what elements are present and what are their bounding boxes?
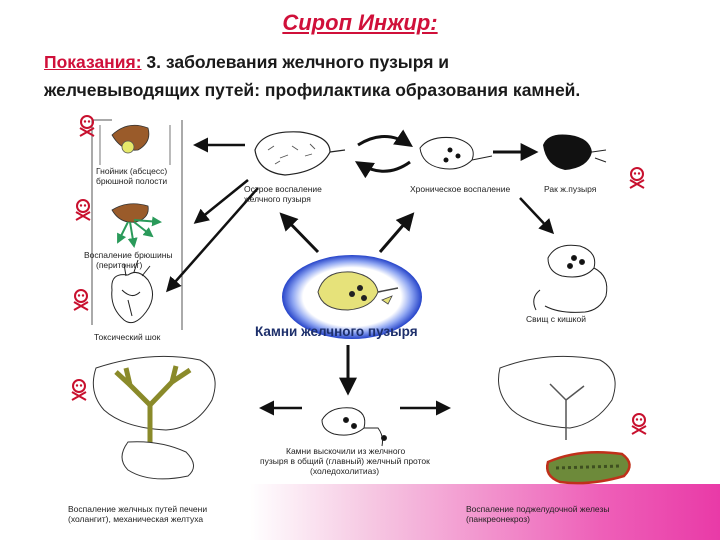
skull-crossbones-icon: [631, 413, 647, 435]
pancreatitis-liver-icon: [498, 355, 631, 485]
label-fistula: Свищ с кишкой: [526, 314, 586, 324]
label-abscess: Гнойник (абсцесс) брюшной полости: [96, 166, 168, 186]
duct-stone-gallbladder-icon: [321, 407, 387, 447]
abscess-liver-icon: [99, 124, 171, 165]
label-peritonitis: Воспаление брюшины (перитонит): [84, 250, 173, 270]
heart-shock-icon: [111, 259, 153, 324]
indications-line2: желчевыводящих путей: профилактика образ…: [44, 80, 581, 100]
acute-gallbladder-icon: [254, 131, 346, 176]
indications-text: Показания: 3. заболевания желчного пузыр…: [44, 48, 714, 104]
skull-crossbones-icon: [629, 167, 645, 189]
skull-crossbones-icon: [79, 115, 95, 137]
label-chronic-inflammation: Хроническое воспаление: [410, 184, 511, 194]
peritonitis-icon: [111, 203, 162, 248]
fistula-icon: [533, 244, 608, 313]
page-title: Сироп Инжир:: [282, 10, 438, 35]
arrows-to-complications: [166, 137, 259, 293]
label-cholangitis: Воспаление желчных путей печени (холанги…: [68, 504, 208, 524]
label-duct-stones: Камни выскочили из желчного пузыря в общ…: [260, 446, 430, 476]
skull-crossbones-icon: [73, 289, 89, 311]
cancer-gallbladder-icon: [543, 134, 607, 170]
indications-label: Показания:: [44, 52, 142, 72]
cholangitis-liver-icon: [92, 355, 216, 480]
indications-line1: 3. заболевания желчного пузыря и: [141, 52, 450, 72]
skull-crossbones-icon: [75, 199, 91, 221]
frame-lines: [91, 119, 183, 330]
skull-crossbones-icon: [71, 379, 87, 401]
label-cancer: Рак ж.пузыря: [544, 184, 597, 194]
pink-gradient-band: [250, 484, 720, 540]
label-toxic-shock: Токсический шок: [94, 332, 161, 342]
label-acute-inflammation: Острое воспаление желчного пузыря: [244, 184, 322, 204]
arrows-from-center: [279, 212, 415, 396]
label-pancreatitis: Воспаление поджелудочной железы (панкрео…: [466, 504, 610, 524]
gallstones-center-icon: [282, 255, 422, 339]
arrow-chronic-to-fistula: [519, 197, 555, 235]
chronic-gallbladder-icon: [419, 137, 493, 170]
acute-chronic-cycle-arrows: [354, 129, 413, 179]
label-gallstones: Камни желчного пузыря: [255, 324, 418, 339]
